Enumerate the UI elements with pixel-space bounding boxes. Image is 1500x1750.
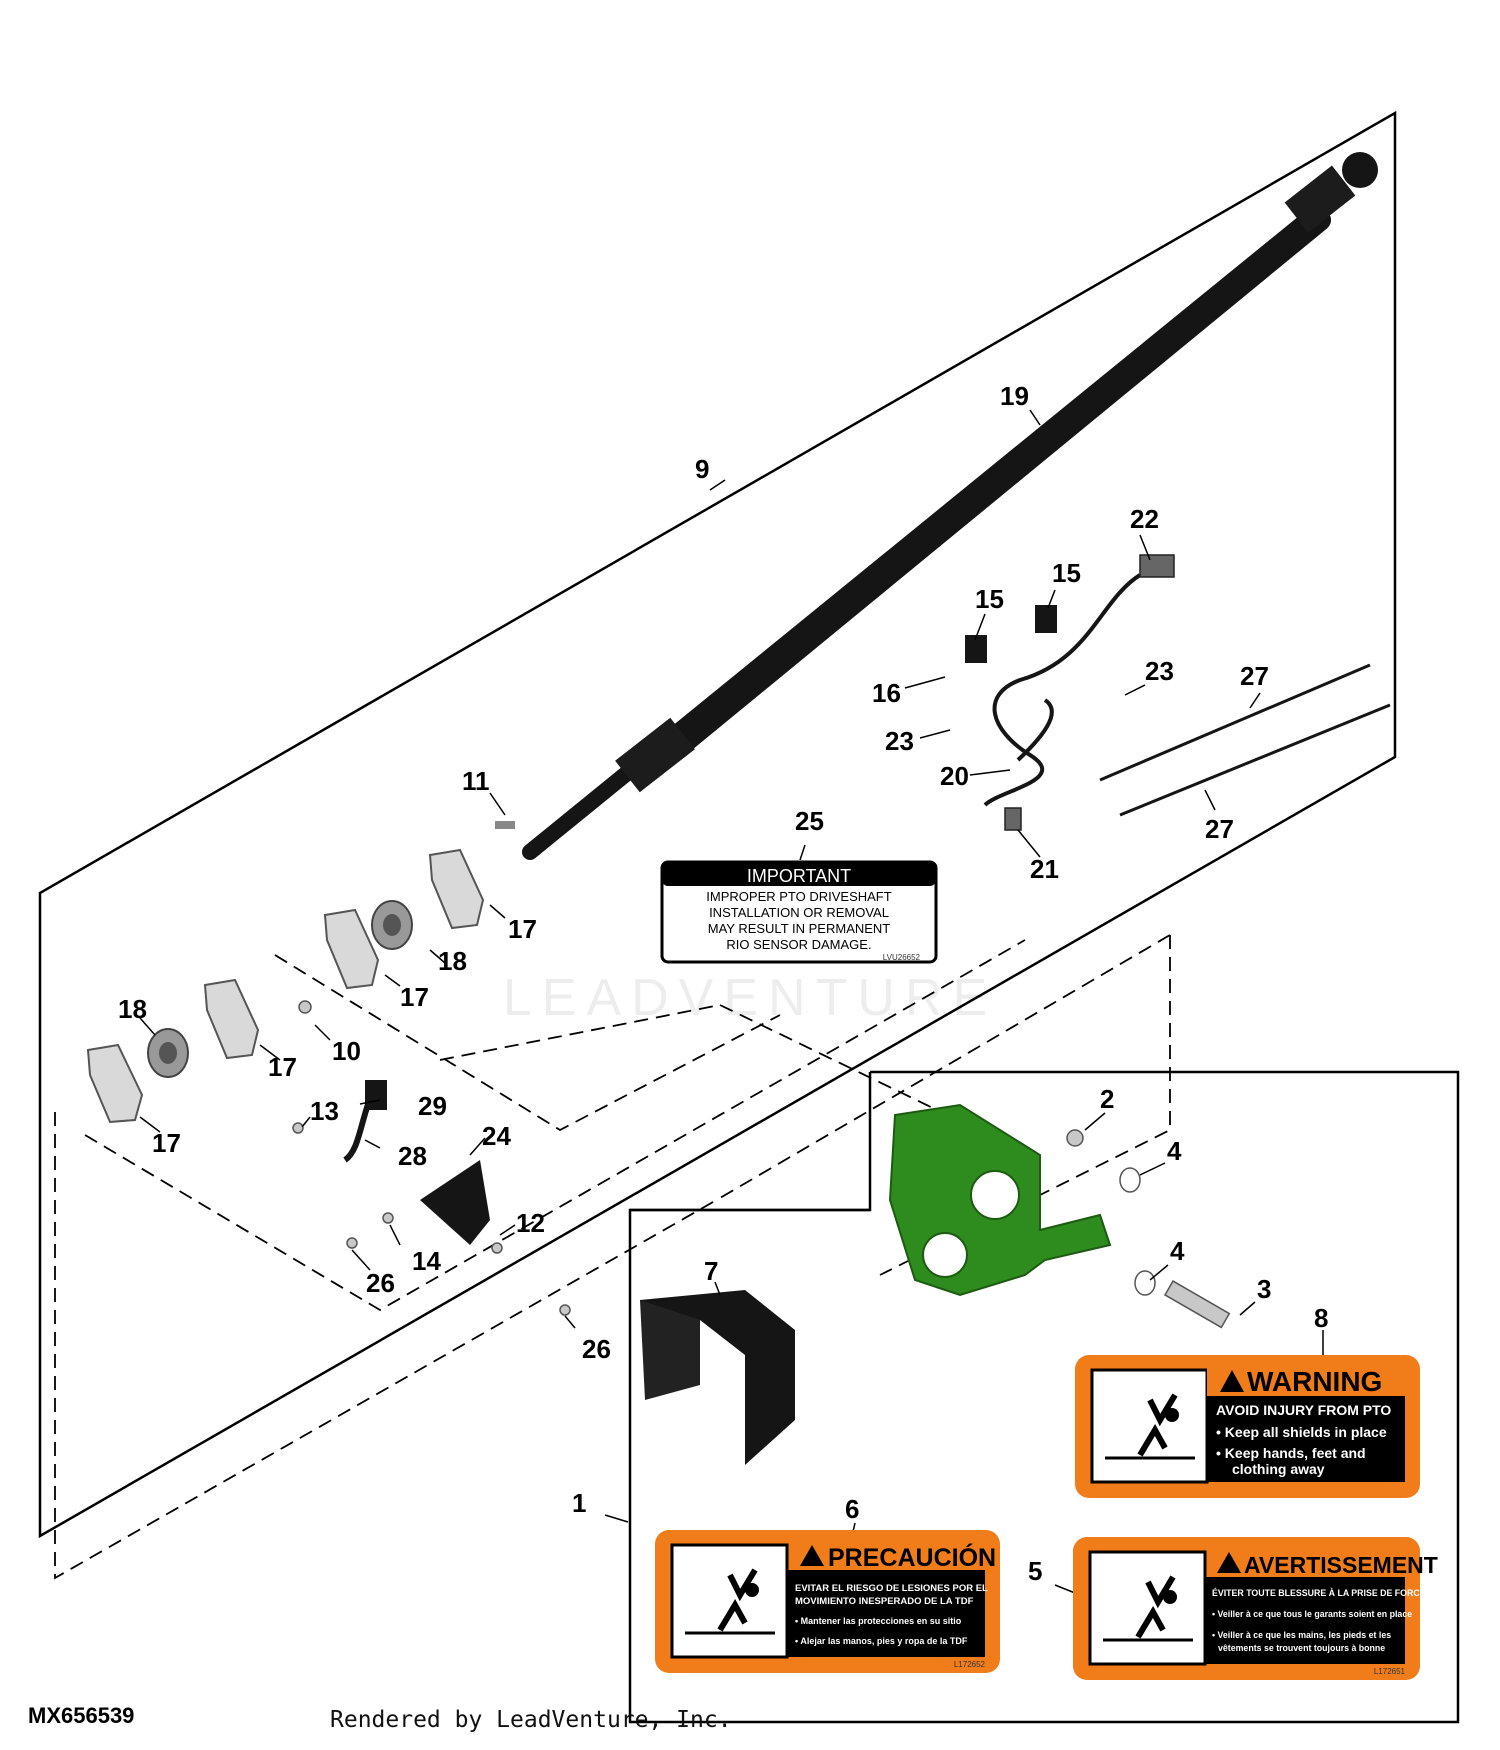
warning-heading: WARNING (1247, 1366, 1382, 1397)
precaucion-decal: PRECAUCIÓN EVITAR EL RIESGO DE LESIONES … (655, 1530, 1000, 1673)
pto-entanglement-icon (685, 1568, 775, 1635)
callout-18-b: 18 (118, 994, 147, 1024)
avertissement-line-3: • Veiller à ce que les mains, les pieds … (1212, 1630, 1391, 1640)
precaucion-line-2: MOVIMIENTO INESPERADO DE LA TDF (795, 1596, 974, 1607)
callout-14: 14 (412, 1246, 441, 1276)
leader-lines (139, 409, 1324, 1596)
callout-9: 9 (695, 454, 709, 484)
warning-line-3: • Keep hands, feet and (1216, 1445, 1366, 1461)
callout-23-b: 23 (1145, 656, 1174, 686)
bearings (147, 900, 413, 1078)
avertissement-line-2: • Veiller à ce que tous le garants soien… (1212, 1609, 1412, 1619)
callout-17-c: 17 (268, 1052, 297, 1082)
callout-5: 5 (1028, 1556, 1042, 1586)
callout-12: 12 (516, 1208, 545, 1238)
callout-11: 11 (462, 766, 490, 796)
hardware (292, 821, 1231, 1329)
callout-21: 21 (1030, 854, 1059, 884)
callout-3: 3 (1257, 1274, 1271, 1304)
avertissement-line-4: vêtements se trouvent toujours à bonne (1218, 1643, 1385, 1653)
important-line-3: MAY RESULT IN PERMANENT (708, 921, 891, 936)
green-bracket (888, 1103, 1112, 1297)
precaucion-line-3: • Mantener las protecciones en su sitio (795, 1616, 962, 1626)
group-outline-9 (38, 110, 1397, 1539)
callout-19: 19 (1000, 381, 1029, 411)
precaucion-line-1: EVITAR EL RIESGO DE LESIONES POR EL (795, 1583, 988, 1594)
warning-line-1: AVOID INJURY FROM PTO (1216, 1402, 1391, 1418)
callout-27-a: 27 (1240, 661, 1269, 691)
warning-line-2: • Keep all shields in place (1216, 1424, 1387, 1440)
important-decal: IMPORTANT IMPROPER PTO DRIVESHAFT INSTAL… (660, 860, 938, 964)
callout-16: 16 (872, 678, 901, 708)
precaucion-code: L172652 (954, 1660, 986, 1669)
callout-4-a: 4 (1167, 1136, 1182, 1166)
pto-entanglement-icon (1103, 1575, 1193, 1642)
callout-22: 22 (1130, 504, 1159, 534)
avertissement-code: L172651 (1374, 1667, 1406, 1676)
callout-numbers: 9 19 11 25 17 18 17 17 17 18 10 29 13 28… (118, 381, 1328, 1586)
callout-17-a: 17 (508, 914, 537, 944)
important-line-2: INSTALLATION OR REMOVAL (709, 905, 889, 920)
precaucion-triangle-icon (800, 1545, 824, 1566)
callout-7: 7 (704, 1256, 718, 1286)
avertissement-decal: AVERTISSEMENT ÉVITER TOUTE BLESSURE À LA… (1073, 1537, 1438, 1680)
callout-18-a: 18 (438, 946, 467, 976)
callout-26-a: 26 (366, 1268, 395, 1298)
rendered-by-credit: Rendered by LeadVenture, Inc. (330, 1707, 732, 1733)
pto-entanglement-icon (1105, 1393, 1195, 1460)
avertissement-line-1: ÉVITER TOUTE BLESSURE À LA PRISE DE FORC… (1212, 1588, 1426, 1598)
warning-decal: WARNING AVOID INJURY FROM PTO • Keep all… (1075, 1355, 1420, 1498)
bearing-flanges (86, 848, 485, 1124)
callout-8: 8 (1314, 1303, 1328, 1333)
callout-27-b: 27 (1205, 814, 1234, 844)
important-line-4: RIO SENSOR DAMAGE. (726, 937, 871, 952)
callout-29: 29 (418, 1091, 447, 1121)
callout-1: 1 (572, 1488, 586, 1518)
avertissement-triangle-icon (1217, 1552, 1241, 1573)
watermark: LEADVENTURE (503, 969, 997, 1027)
callout-17-b: 17 (400, 982, 429, 1012)
callout-13: 13 (310, 1096, 339, 1126)
precaucion-line-4: • Alejar las manos, pies y ropa de la TD… (795, 1636, 968, 1646)
callout-26-b: 26 (582, 1334, 611, 1364)
important-line-1: IMPROPER PTO DRIVESHAFT (706, 889, 891, 904)
important-heading: IMPORTANT (747, 866, 851, 886)
callout-15-a: 15 (975, 584, 1004, 614)
callout-4-b: 4 (1170, 1236, 1185, 1266)
figure-id: MX656539 (28, 1703, 135, 1728)
callout-20: 20 (940, 761, 969, 791)
callout-2: 2 (1100, 1084, 1114, 1114)
avertissement-heading: AVERTISSEMENT (1244, 1552, 1438, 1578)
callout-23-a: 23 (885, 726, 914, 756)
callout-17-d: 17 (152, 1128, 181, 1158)
callout-28: 28 (398, 1141, 427, 1171)
callout-10: 10 (332, 1036, 361, 1066)
warning-line-4: clothing away (1232, 1461, 1325, 1477)
callout-25: 25 (795, 806, 824, 836)
callout-15-b: 15 (1052, 558, 1081, 588)
shield (640, 1290, 795, 1465)
important-code: LVU26652 (883, 953, 921, 962)
sensor-harness (343, 554, 1391, 1245)
callout-6: 6 (845, 1494, 859, 1524)
precaucion-heading: PRECAUCIÓN (828, 1542, 996, 1572)
driveshaft (522, 152, 1378, 860)
callout-24: 24 (482, 1121, 511, 1151)
